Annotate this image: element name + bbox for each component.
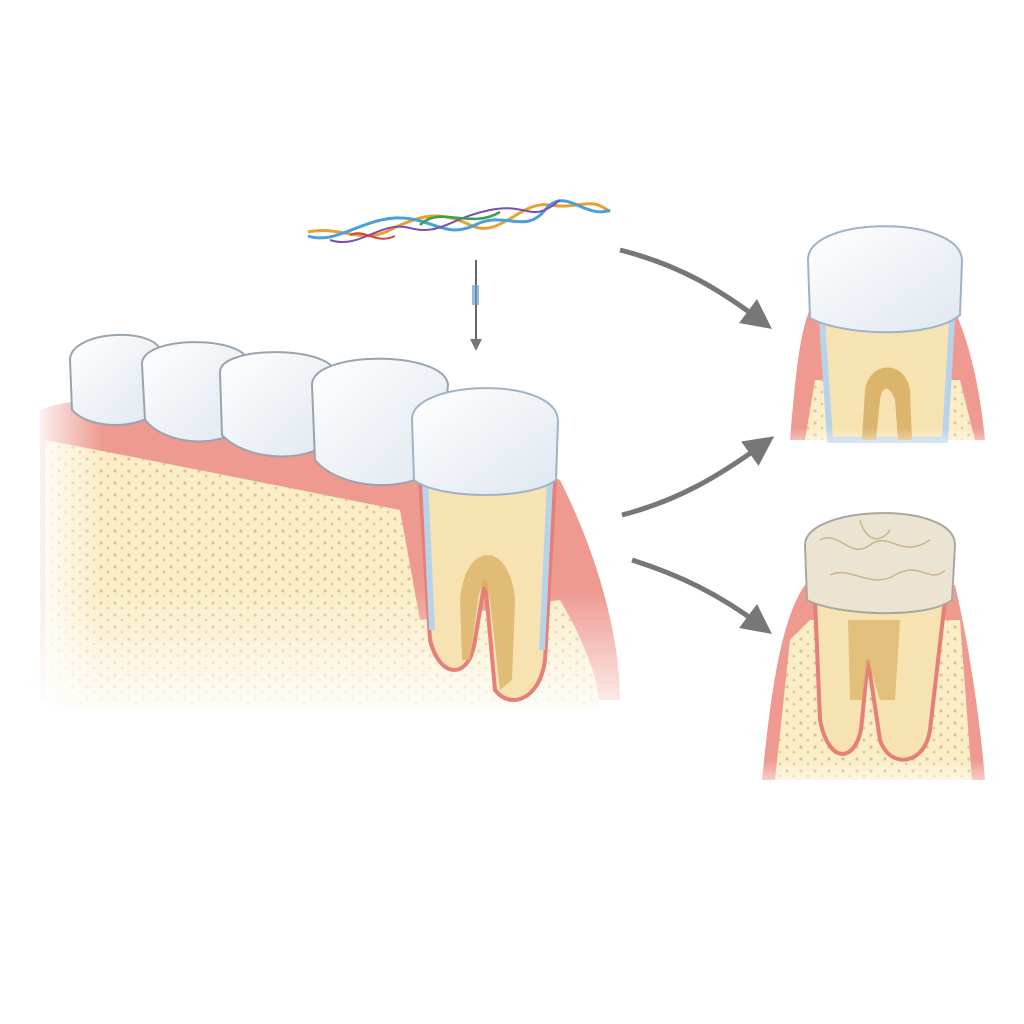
arrow-down-icon	[470, 260, 482, 351]
healthy-tooth-cross-section	[780, 225, 995, 460]
damaged-enamel-tooth-cross-section	[750, 512, 1000, 800]
arrow-to-healthy-tooth	[619, 247, 773, 329]
enamel-cracks	[819, 519, 946, 581]
dna-strand-icon	[307, 199, 611, 243]
molar-crowns	[68, 333, 450, 487]
arrow-between-outcomes	[621, 436, 775, 518]
molar-cross-section	[410, 387, 560, 702]
arrow-to-damaged-tooth	[631, 557, 773, 634]
jaw-section	[30, 333, 630, 730]
